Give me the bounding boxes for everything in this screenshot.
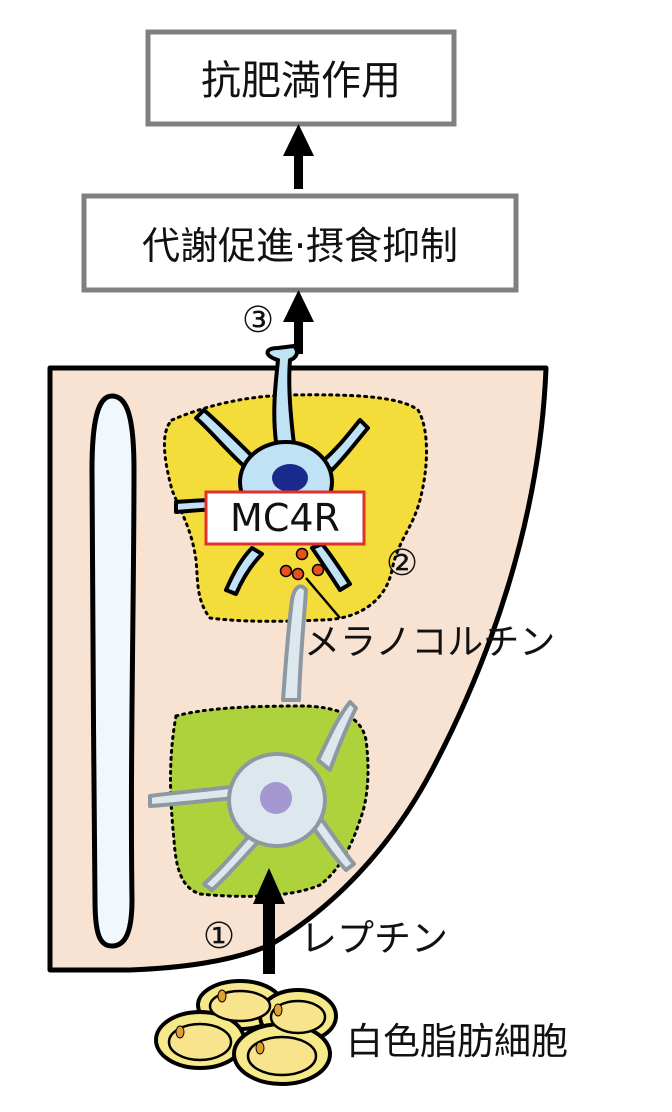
arrow-to-anti-obesity [283,124,314,189]
leptin-label: レプチン [300,917,448,960]
third-ventricle [89,393,137,949]
metabolism-label: 代謝促進·摂食抑制 [142,224,458,268]
anti-obesity-label: 抗肥満作用 [201,58,401,104]
step-2-marker: ② [386,543,418,584]
mc4r-nucleus [272,464,308,492]
mc4r-label: MC4R [230,496,340,540]
melanocortin-pointer-line [305,577,341,619]
fat-cell-inner [167,989,327,1077]
melanocortin-granules [279,547,325,581]
step-3-marker: ③ [242,300,274,341]
leptin-arrow [253,868,285,974]
mc4r-receptor-box: MC4R [204,490,366,546]
arrow-step-3 [283,290,314,354]
white-fat-cells-label: 白色脂肪細胞 [346,1020,568,1063]
fat-cell-nuclei [175,989,283,1055]
anti-obesity-box: 抗肥満作用 [145,29,457,127]
metabolism-box: 代謝促進·摂食抑制 [81,193,519,293]
pomc-nucleus [260,782,292,814]
melanocortin-label: メラノコルチン [304,622,555,663]
step-1-marker: ① [203,916,235,957]
